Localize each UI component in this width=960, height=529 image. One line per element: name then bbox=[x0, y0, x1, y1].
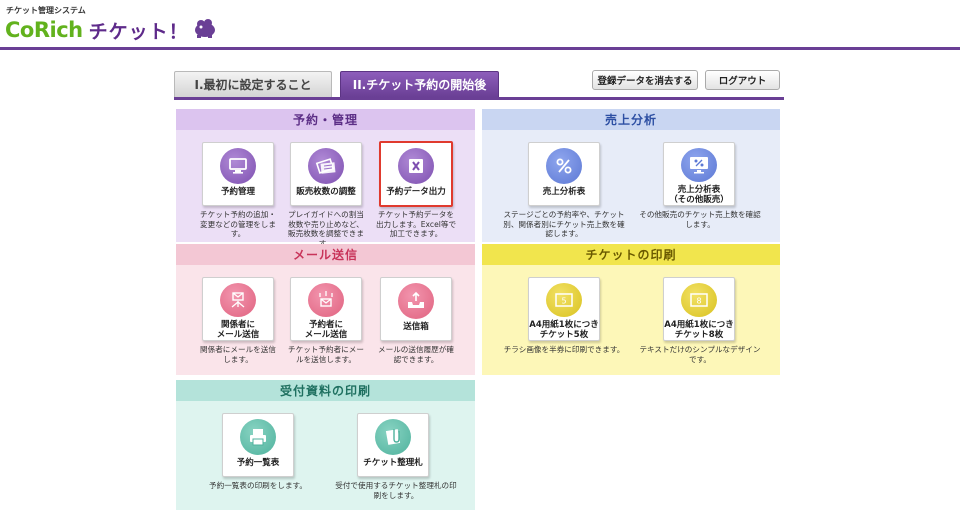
logo-corich-text: CoRich bbox=[5, 18, 83, 42]
card-label: 関係者に メール送信 bbox=[216, 320, 260, 340]
logo-ticket-text: チケット！ bbox=[88, 20, 189, 43]
reservation-list-button[interactable]: 予約一覧表 bbox=[222, 413, 294, 477]
card-label: チケット整理札 bbox=[363, 458, 423, 468]
sales-analysis-button[interactable]: 売上分析表 bbox=[528, 142, 600, 206]
ticket-count-text: 5 bbox=[561, 297, 566, 306]
tab-after-reservation-start[interactable]: II.チケット予約の開始後 bbox=[340, 71, 499, 97]
ticket-number-card-button[interactable]: チケット整理札 bbox=[357, 413, 429, 477]
card-description: ステージごとの予約率や、チケット 別、関係者別にチケット売上数を確 認します。 bbox=[503, 210, 625, 238]
card-label: A4用紙1枚につき チケット8枚 bbox=[664, 320, 734, 340]
card-label: 予約管理 bbox=[220, 187, 255, 197]
section-title: メール送信 bbox=[176, 244, 475, 265]
card-description: テキストだけのシンプルなデザイン です。 bbox=[639, 345, 761, 364]
logo[interactable]: CoRich チケット！ bbox=[5, 17, 217, 43]
card-description: チケット予約データを 出力します。Excel等で 加工できます。 bbox=[375, 210, 457, 238]
ticket-count-text: 8 bbox=[696, 297, 701, 306]
mail-broadcast-icon bbox=[220, 283, 256, 317]
tab-underline bbox=[174, 97, 784, 100]
header: チケット管理システム CoRich チケット！ bbox=[0, 0, 960, 50]
card-label: 予約者に メール送信 bbox=[304, 320, 348, 340]
card-label: 予約データ出力 bbox=[386, 187, 446, 197]
tickets-icon bbox=[308, 148, 344, 184]
monitor-percent-icon bbox=[681, 148, 717, 182]
card-description: その他販売のチケット売上数を確認 します。 bbox=[639, 210, 761, 229]
section-sales-analysis: 売上分析 売上分析表 ステージごとの予約率や、チケット 別、関係者別にチケット売… bbox=[482, 109, 780, 242]
sales-count-adjust-button[interactable]: 販売枚数の調整 bbox=[290, 142, 362, 206]
tab-initial-settings[interactable]: I.最初に設定すること bbox=[174, 71, 332, 97]
card-description: チケット予約者にメー ルを送信します。 bbox=[288, 345, 364, 364]
card-description: 関係者にメールを送信 します。 bbox=[200, 345, 276, 364]
section-title: チケットの印刷 bbox=[482, 244, 780, 265]
card-description: プレイガイドへの割当 枚数や売り止めなど、 販売枚数を調整できま す。 bbox=[288, 210, 364, 248]
section-reception-print: 受付資料の印刷 予約一覧表 予約一覧表の印刷をします。 チケット整理札 受付で使… bbox=[176, 380, 475, 510]
delete-data-button[interactable]: 登録データを消去する bbox=[592, 70, 698, 90]
mail-to-staff-button[interactable]: 関係者に メール送信 bbox=[202, 277, 274, 341]
reservation-management-button[interactable]: 予約管理 bbox=[202, 142, 274, 206]
excel-icon bbox=[398, 148, 434, 184]
logout-button[interactable]: ログアウト bbox=[705, 70, 780, 90]
outbox-icon bbox=[398, 283, 434, 319]
ticket-8-icon: 8 bbox=[681, 283, 717, 317]
system-name: チケット管理システム bbox=[6, 6, 86, 15]
section-mail-send: メール送信 関係者に メール送信 関係者にメールを送信 します。 予約者に メー… bbox=[176, 244, 475, 375]
card-label: 予約一覧表 bbox=[236, 458, 280, 468]
printer-icon bbox=[240, 419, 276, 455]
card-description: 受付で使用するチケット整理札の印 刷をします。 bbox=[335, 481, 457, 500]
sales-analysis-other-button[interactable]: 売上分析表 （その他販売） bbox=[663, 142, 735, 206]
card-label: A4用紙1枚につき チケット5枚 bbox=[529, 320, 599, 340]
mail-to-reservers-button[interactable]: 予約者に メール送信 bbox=[290, 277, 362, 341]
card-description: チラシ画像を半券に印刷できます。 bbox=[503, 345, 625, 354]
print-8-tickets-button[interactable]: 8 A4用紙1枚につき チケット8枚 bbox=[663, 277, 735, 341]
percent-icon bbox=[546, 148, 582, 184]
card-label: 送信箱 bbox=[403, 322, 429, 332]
outbox-button[interactable]: 送信箱 bbox=[380, 277, 452, 341]
card-description: チケット予約の追加・ 変更などの管理をしま す。 bbox=[200, 210, 276, 238]
section-reservation-management: 予約・管理 予約管理 チケット予約の追加・ 変更などの管理をしま す。 販売枚数… bbox=[176, 109, 475, 248]
print-5-tickets-button[interactable]: 5 A4用紙1枚につき チケット5枚 bbox=[528, 277, 600, 341]
header-divider bbox=[0, 47, 960, 50]
monitor-icon bbox=[220, 148, 256, 184]
card-label: 売上分析表 （その他販売） bbox=[669, 185, 729, 205]
card-label: 売上分析表 bbox=[542, 187, 586, 197]
paperclip-icon bbox=[375, 419, 411, 455]
mail-reply-icon bbox=[308, 283, 344, 317]
card-description: 予約一覧表の印刷をします。 bbox=[209, 481, 307, 490]
card-label: 販売枚数の調整 bbox=[296, 187, 356, 197]
section-title: 受付資料の印刷 bbox=[176, 380, 475, 401]
reservation-data-export-button[interactable]: 予約データ出力 bbox=[379, 141, 453, 207]
section-title: 予約・管理 bbox=[176, 109, 475, 130]
card-description: メールの送信履歴が確 認できます。 bbox=[378, 345, 454, 364]
section-ticket-print: チケットの印刷 5 A4用紙1枚につき チケット5枚 チラシ画像を半券に印刷でき… bbox=[482, 244, 780, 375]
ticket-5-icon: 5 bbox=[546, 283, 582, 317]
mascot-icon bbox=[193, 18, 217, 42]
section-title: 売上分析 bbox=[482, 109, 780, 130]
